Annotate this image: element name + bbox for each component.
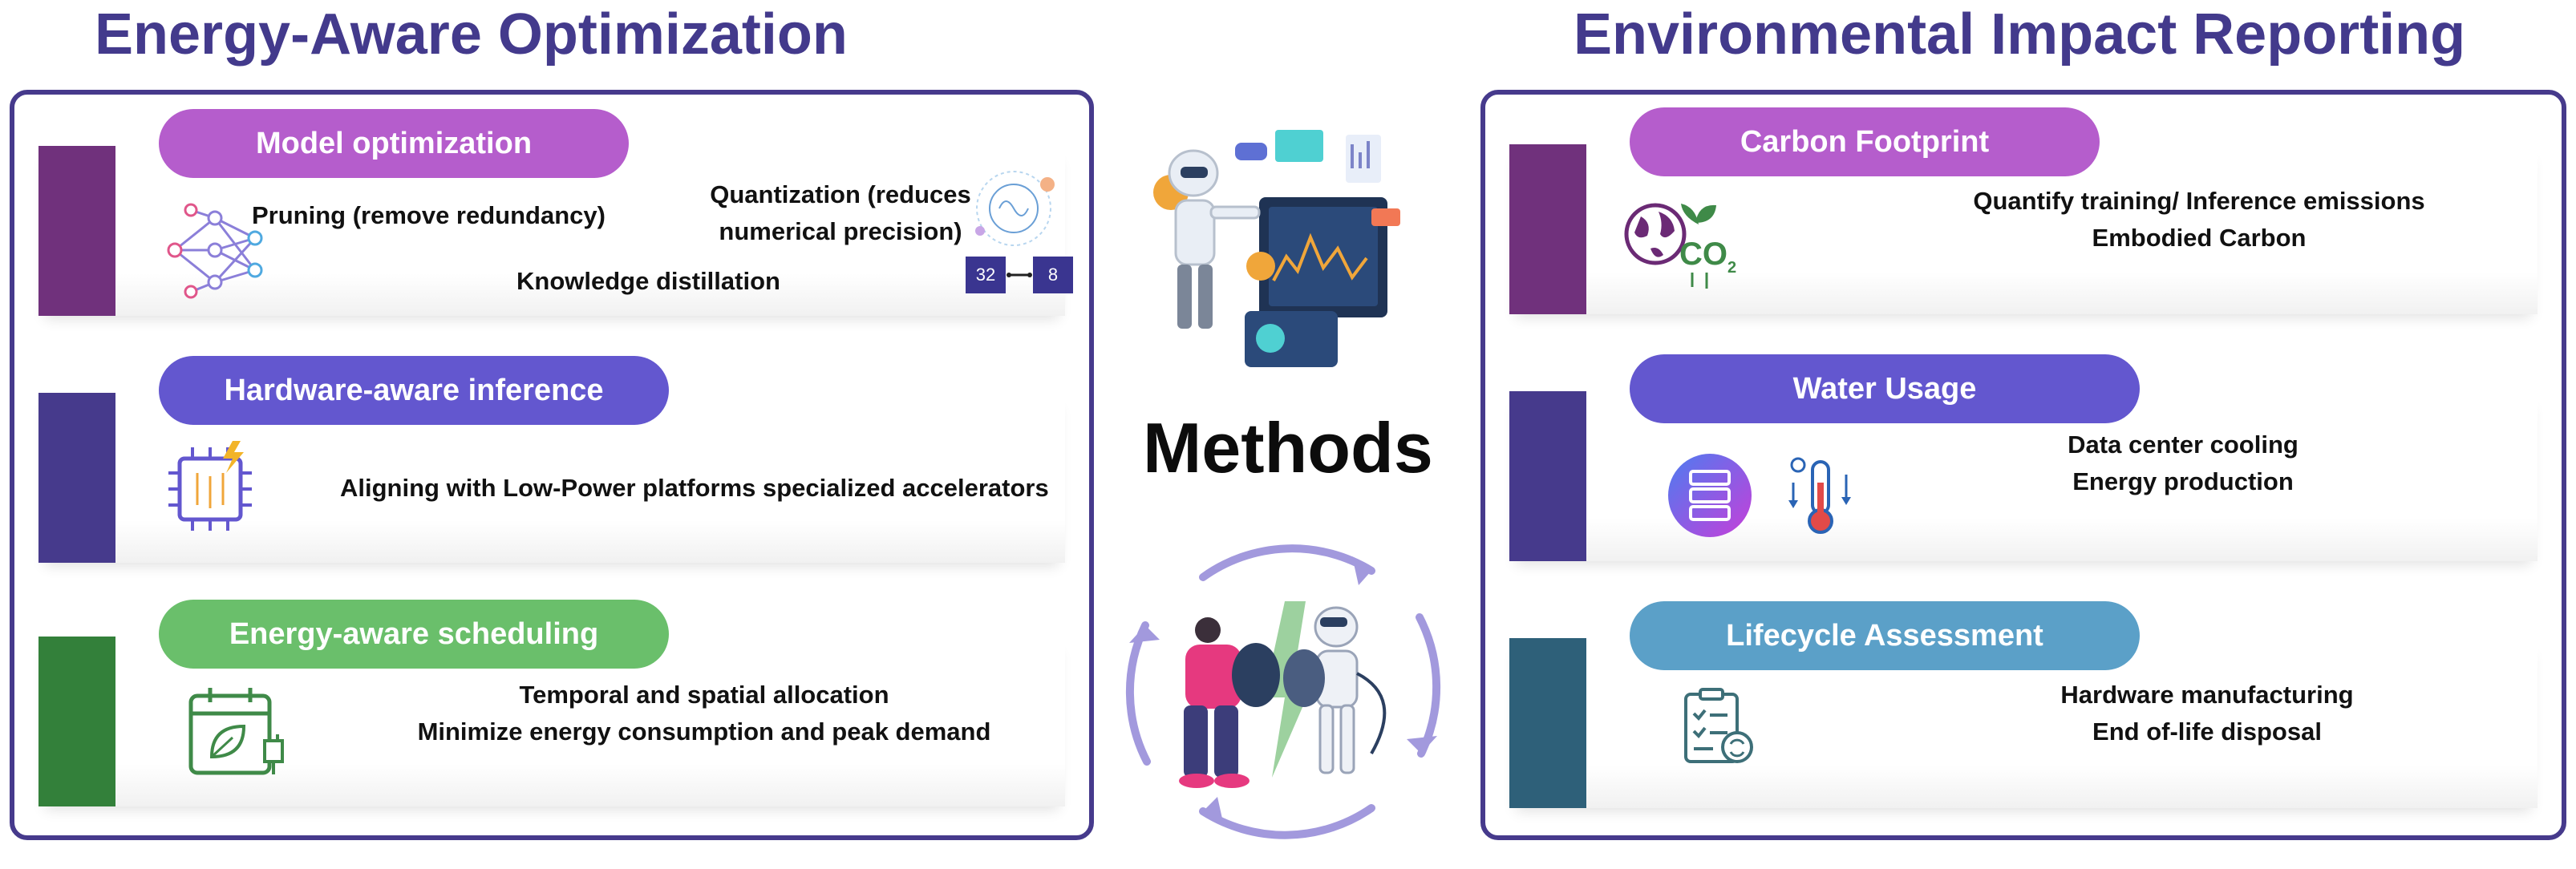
neural-network-icon [167, 203, 263, 299]
section-bar [38, 393, 115, 563]
right-title: Environmental Impact Reporting [1574, 2, 2466, 67]
checklist-cycle-icon [1684, 688, 1753, 763]
knowledge-distillation-text: Knowledge distillation [516, 267, 780, 295]
thermometer-icon [1788, 457, 1851, 534]
globe-co2-icon: CO 2 [1624, 203, 1736, 289]
lifecycle-assessment-pill: Lifecycle Assessment [1630, 601, 2140, 670]
methods-label: Methods [1143, 408, 1433, 487]
water-usage-pill: Water Usage [1630, 354, 2140, 423]
quantization-text-line1: Quantization (reduces [710, 180, 971, 208]
energy-optimization-panel: Model optimization Pruning (remove redun… [10, 90, 1094, 840]
quantify-emissions-text: Quantify training/ Inference emissions [1973, 187, 2425, 215]
carbon-footprint-card: Carbon Footprint CO 2 Quantify training/… [1509, 107, 2538, 314]
energy-scheduling-pill: Energy-aware scheduling [159, 600, 669, 669]
section-bar [38, 637, 115, 806]
svg-text:2: 2 [1727, 259, 1736, 277]
end-of-life-text: End of-life disposal [2092, 717, 2322, 746]
temporal-allocation-text: Temporal and spatial allocation [519, 681, 889, 709]
hardware-inference-pill: Hardware-aware inference [159, 356, 669, 425]
hardware-manufacturing-text: Hardware manufacturing [2060, 681, 2354, 709]
power-cycle-illustration [1125, 544, 1441, 839]
impact-reporting-panel: Carbon Footprint CO 2 Quantify training/… [1480, 90, 2566, 840]
section-bar [1509, 391, 1586, 561]
energy-scheduling-card: Energy-aware scheduling Temporal and spa… [38, 600, 1065, 806]
section-bar [1509, 144, 1586, 314]
model-optimization-card: Model optimization Pruning (remove redun… [38, 109, 1073, 316]
lifecycle-assessment-card: Lifecycle Assessment Hardware manufactur… [1509, 601, 2538, 808]
low-power-text: Aligning with Low-Power platforms specia… [340, 474, 1049, 502]
model-optimization-pill: Model optimization [159, 109, 629, 178]
minimize-energy-text: Minimize energy consumption and peak dem… [417, 717, 991, 746]
carbon-footprint-pill: Carbon Footprint [1630, 107, 2100, 176]
embodied-carbon-text: Embodied Carbon [2092, 224, 2307, 252]
section-bar [1509, 638, 1586, 808]
arrow-connector-icon [1007, 273, 1032, 277]
data-center-cooling-text: Data center cooling [2068, 430, 2299, 459]
svg-text:CO: CO [1679, 236, 1727, 272]
calendar-leaf-plug-icon [188, 688, 284, 775]
hardware-inference-card: Hardware-aware inference Aligning with L… [38, 356, 1065, 563]
pruning-text: Pruning (remove redundancy) [252, 201, 606, 229]
chip-icon [168, 441, 252, 531]
quant-to-box: 8 [1033, 257, 1073, 293]
left-title: Energy-Aware Optimization [95, 2, 848, 67]
quantization-text-line2: numerical precision) [719, 217, 962, 245]
water-usage-card: Water Usage Data center cooling Energy p… [1509, 354, 2538, 561]
server-icon [1668, 454, 1752, 537]
section-bar [38, 146, 115, 316]
robot-dashboard-illustration [1153, 130, 1400, 367]
quant-from-box: 32 [966, 257, 1006, 293]
brain-chip-icon [975, 171, 1055, 246]
energy-production-text: Energy production [2072, 467, 2294, 495]
